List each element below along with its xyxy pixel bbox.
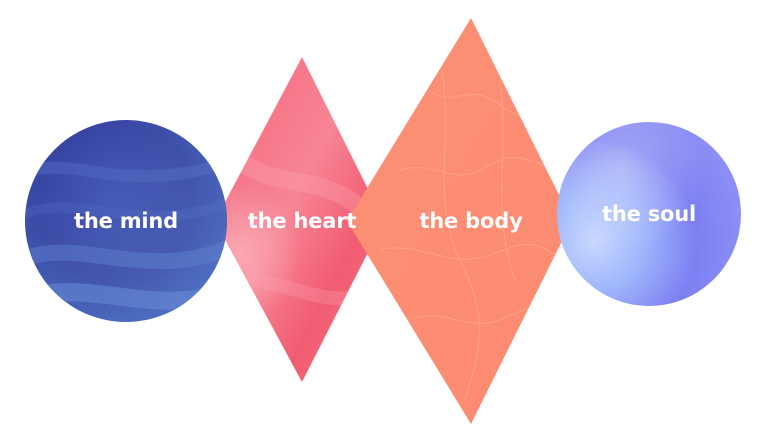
soul-circle	[557, 122, 741, 306]
heart-label: the heart	[247, 209, 357, 233]
body-label: the body	[419, 209, 523, 233]
soul-label: the soul	[601, 202, 697, 226]
mind-label: the mind	[73, 209, 179, 233]
